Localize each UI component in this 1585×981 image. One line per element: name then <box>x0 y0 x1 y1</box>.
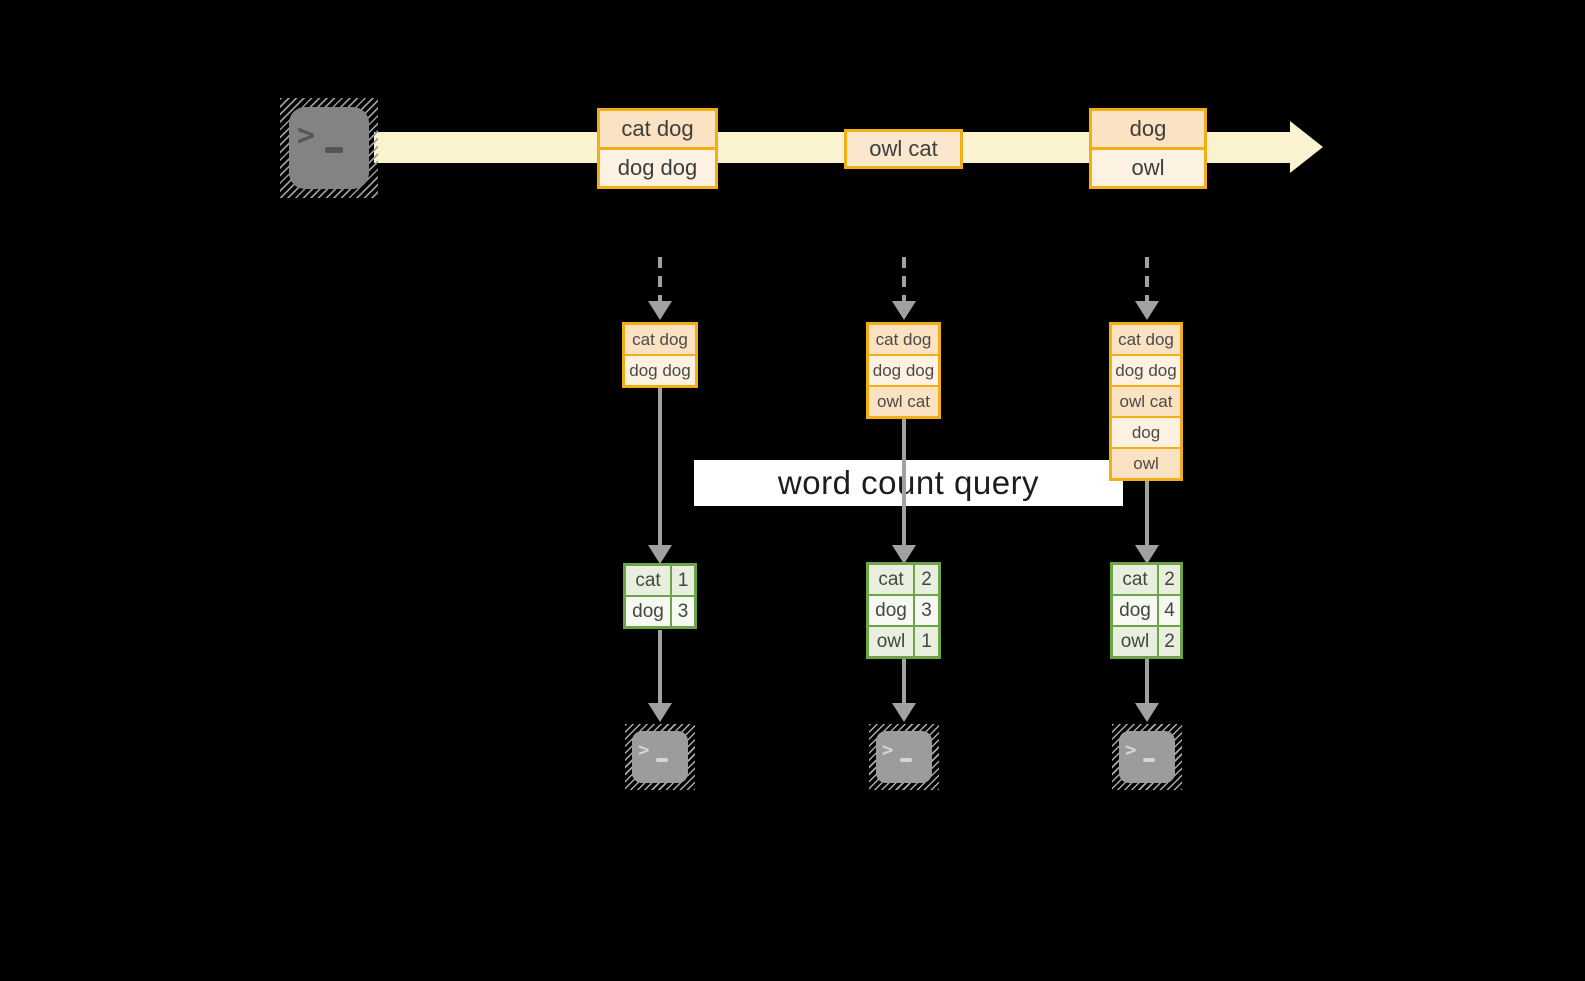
count-cell: 2 <box>1159 565 1180 594</box>
terminal-icon: > <box>289 107 369 189</box>
buffer-cell: cat dog <box>625 325 695 354</box>
buffer-cell: dog dog <box>869 354 938 385</box>
word-cell: dog <box>1113 596 1159 625</box>
buffer-stack-3: cat dog dog dog owl cat dog owl <box>1109 322 1183 481</box>
word-cell: dog <box>626 597 672 626</box>
buffer-cell: owl cat <box>869 385 938 416</box>
arrow-down-icon <box>648 545 672 564</box>
terminal-prompt-icon: > <box>1125 739 1137 761</box>
event-cell: dog dog <box>600 147 715 186</box>
word-cell: owl <box>1113 627 1159 656</box>
arrow-down-icon <box>648 301 672 320</box>
buffer-cell: dog <box>1112 416 1180 447</box>
count-cell: 1 <box>672 566 694 595</box>
buffer-cell: cat dog <box>869 325 938 354</box>
terminal-cursor-icon <box>900 758 912 762</box>
terminal-prompt-icon: > <box>882 739 894 761</box>
buffer-cell: owl <box>1112 447 1180 478</box>
terminal-cursor-icon <box>325 147 343 153</box>
count-cell: 3 <box>915 596 938 625</box>
arrow-down-icon <box>892 301 916 320</box>
word-cell: cat <box>869 565 915 594</box>
terminal-icon: > <box>876 731 932 783</box>
count-table-2: cat 2 dog 3 owl 1 <box>866 562 941 659</box>
count-cell: 2 <box>1159 627 1180 656</box>
count-cell: 4 <box>1159 596 1180 625</box>
buffer-cell: dog dog <box>625 354 695 385</box>
word-cell: dog <box>869 596 915 625</box>
stream-event-3: dog owl <box>1089 108 1207 189</box>
query-label: word count query <box>777 464 1040 501</box>
terminal-icon: > <box>632 731 688 783</box>
stream-event-2: owl cat <box>844 129 963 169</box>
count-cell: 3 <box>672 597 694 626</box>
terminal-prompt-icon: > <box>297 118 316 153</box>
stream-event-1: cat dog dog dog <box>597 108 718 189</box>
buffer-cell: owl cat <box>1112 385 1180 416</box>
terminal-prompt-icon: > <box>638 739 650 761</box>
query-label-band: word count query <box>694 460 1123 506</box>
buffer-cell: cat dog <box>1112 325 1180 354</box>
solid-arrow <box>902 658 906 703</box>
solid-arrow <box>1145 658 1149 703</box>
word-cell: owl <box>869 627 915 656</box>
stream-arrowhead-icon <box>1290 121 1323 173</box>
arrow-down-icon <box>648 703 672 722</box>
terminal-icon: > <box>1119 731 1175 783</box>
count-cell: 2 <box>915 565 938 594</box>
arrow-down-icon <box>1135 301 1159 320</box>
arrow-down-icon <box>892 703 916 722</box>
count-table-1: cat 1 dog 3 <box>623 563 697 629</box>
buffer-cell: dog dog <box>1112 354 1180 385</box>
arrow-down-icon <box>1135 545 1159 564</box>
terminal-cursor-icon <box>656 758 668 762</box>
solid-arrow <box>658 630 662 703</box>
event-cell: owl <box>1092 147 1204 186</box>
buffer-stack-1: cat dog dog dog <box>622 322 698 388</box>
event-cell: dog <box>1092 111 1204 147</box>
solid-arrow <box>1145 481 1149 545</box>
buffer-stack-2: cat dog dog dog owl cat <box>866 322 941 419</box>
arrow-down-icon <box>892 545 916 564</box>
dashed-arrow <box>902 257 906 303</box>
event-cell: cat dog <box>600 111 715 147</box>
dashed-arrow <box>1145 257 1149 303</box>
count-table-3: cat 2 dog 4 owl 2 <box>1110 562 1183 659</box>
solid-arrow <box>902 417 906 545</box>
dashed-arrow <box>658 257 662 303</box>
event-cell: owl cat <box>847 132 960 166</box>
word-cell: cat <box>1113 565 1159 594</box>
terminal-cursor-icon <box>1143 758 1155 762</box>
word-cell: cat <box>626 566 672 595</box>
arrow-down-icon <box>1135 703 1159 722</box>
count-cell: 1 <box>915 627 938 656</box>
solid-arrow <box>658 386 662 545</box>
